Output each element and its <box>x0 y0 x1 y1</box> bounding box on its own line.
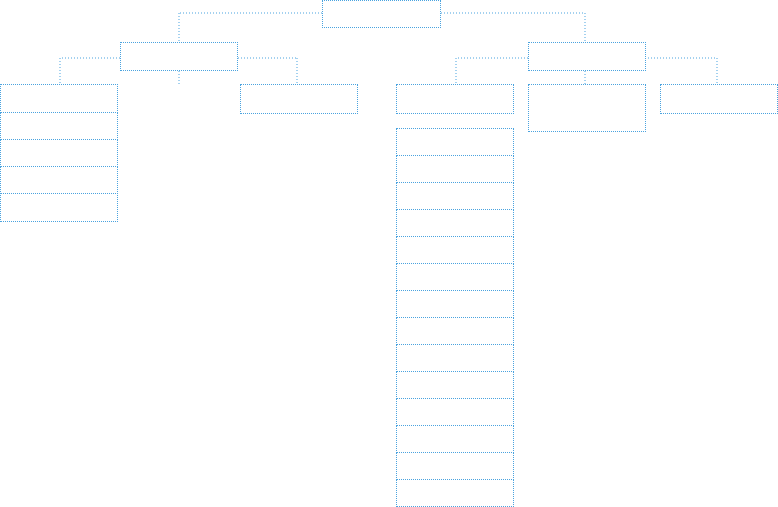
list-item[interactable] <box>396 344 514 372</box>
list-item[interactable] <box>396 155 514 183</box>
list-item[interactable] <box>0 193 118 222</box>
list-item[interactable] <box>396 371 514 399</box>
root-node[interactable] <box>322 0 441 28</box>
right-right-child-node[interactable] <box>660 84 778 114</box>
list-item[interactable] <box>396 128 514 156</box>
list-item[interactable] <box>396 236 514 264</box>
list-item[interactable] <box>396 452 514 480</box>
list-item[interactable] <box>0 139 118 167</box>
list-item[interactable] <box>396 479 514 507</box>
list-item[interactable] <box>396 398 514 426</box>
right-list-header-node[interactable] <box>396 84 514 114</box>
list-item[interactable] <box>396 290 514 318</box>
list-item[interactable] <box>396 317 514 345</box>
left-single-child-node[interactable] <box>240 84 358 114</box>
list-item[interactable] <box>396 209 514 237</box>
list-item[interactable] <box>396 425 514 453</box>
list-item[interactable] <box>396 263 514 291</box>
right-middle-child-node[interactable] <box>528 84 646 132</box>
right-branch-node[interactable] <box>528 42 646 71</box>
list-item[interactable] <box>396 182 514 210</box>
list-item[interactable] <box>0 84 118 113</box>
left-branch-node[interactable] <box>120 42 238 71</box>
list-item[interactable] <box>0 112 118 140</box>
list-item[interactable] <box>0 166 118 194</box>
